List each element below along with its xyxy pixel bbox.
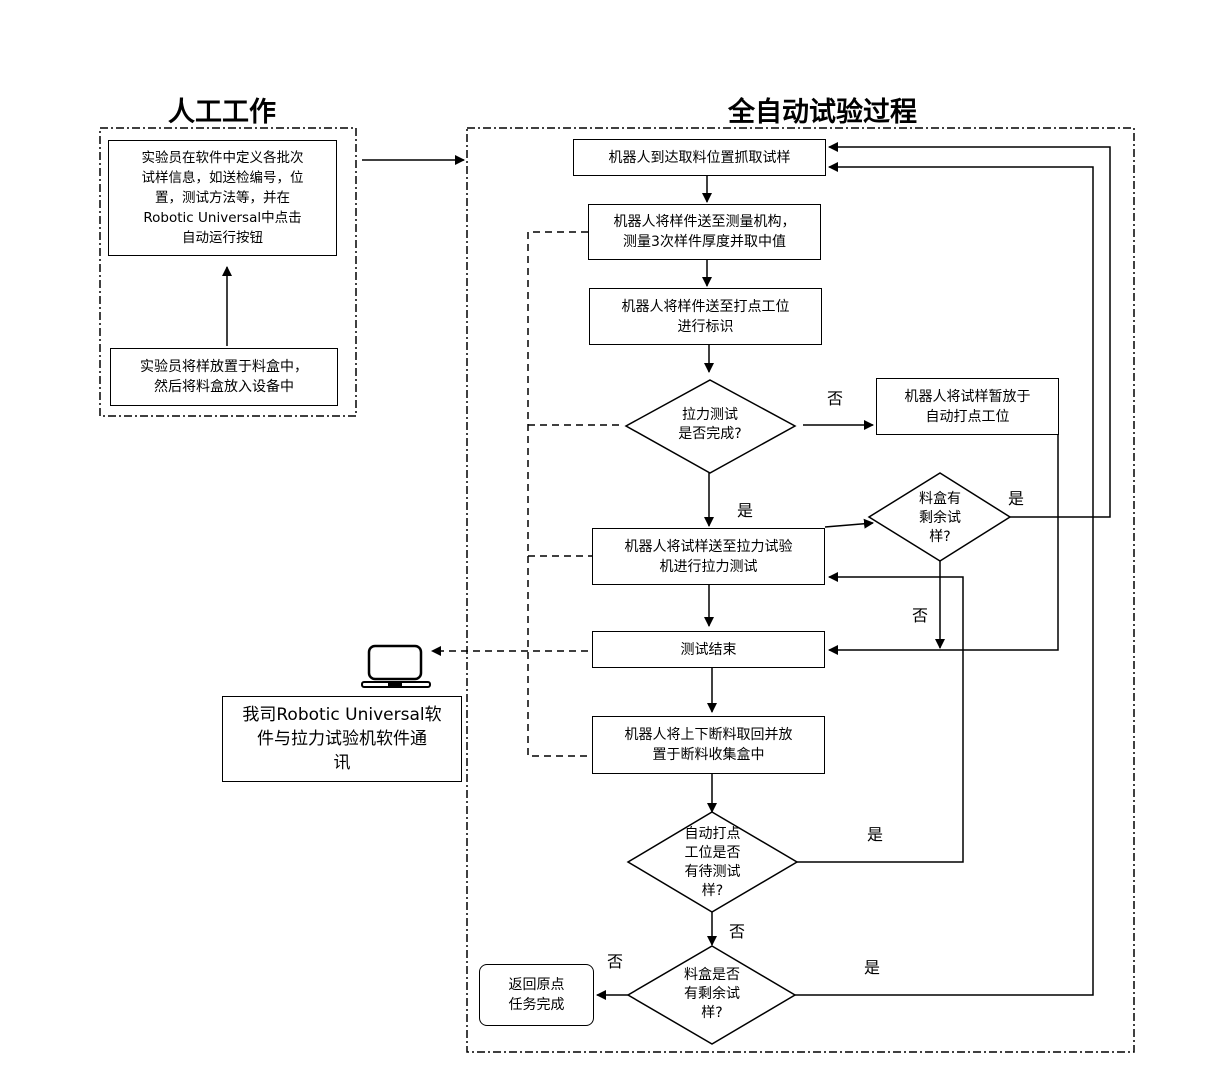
end-return-home: 返回原点 任务完成	[479, 964, 594, 1026]
define-info-text: 实验员在软件中定义各批次 试样信息，如送检编号，位 置，测试方法等，并在 Rob…	[141, 150, 304, 246]
step-measure-text: 机器人将样件送至测量机构， 测量3次样件厚度并取中值	[613, 214, 796, 250]
define-info-box: 实验员在软件中定义各批次 试样信息，如送检编号，位 置，测试方法等，并在 Rob…	[108, 140, 337, 256]
place-sample-text: 实验员将样放置于料盒中， 然后将料盒放入设备中	[140, 359, 308, 395]
label-yes-tensile: 是	[737, 501, 754, 520]
decision-box-left-2-text: 料盒是否 有剩余试 样?	[662, 964, 762, 1024]
manual-frame	[99, 127, 357, 417]
step-measure: 机器人将样件送至测量机构， 测量3次样件厚度并取中值	[588, 204, 821, 260]
decision-box-left-1-text: 料盒有 剩余试 样?	[895, 488, 985, 548]
decision-station-waiting-label: 自动打点 工位是否 有待测试 样?	[684, 826, 741, 899]
label-no-station: 否	[729, 922, 746, 941]
place-sample-box: 实验员将样放置于料盒中， 然后将料盒放入设备中	[110, 348, 338, 406]
step-grab-sample: 机器人到达取料位置抓取试样	[573, 139, 826, 176]
label-yes-box-left-2: 是	[864, 958, 881, 977]
decision-box-left-2	[626, 945, 797, 1045]
decision-tensile-done-label: 拉力测试 是否完成?	[678, 407, 742, 442]
label-no-tensile: 否	[827, 389, 844, 408]
decision-box-left-1	[867, 472, 1012, 562]
software-comm-box: 我司Robotic Universal软 件与拉力试验机软件通 讯	[222, 696, 462, 782]
decision-station-waiting	[626, 811, 799, 913]
step-mark-text: 机器人将样件送至打点工位 进行标识	[621, 298, 790, 335]
end-return-home-text: 返回原点 任务完成	[508, 977, 565, 1013]
decision-station-waiting-text: 自动打点 工位是否 有待测试 样?	[665, 823, 760, 903]
label-yes-box-left-1: 是	[1008, 489, 1025, 508]
decision-box-left-1-label: 料盒有 剩余试 样?	[919, 490, 961, 545]
step-grab-text: 机器人到达取料位置抓取试样	[608, 149, 791, 166]
step-mark: 机器人将样件送至打点工位 进行标识	[589, 288, 822, 345]
manual-section-title: 人工工作	[168, 97, 276, 128]
step-send-tensile-text: 机器人将试样送至拉力试验 机进行拉力测试	[624, 538, 793, 575]
step-park-sample: 机器人将试样暂放于 自动打点工位	[876, 378, 1059, 435]
decision-tensile-done-text: 拉力测试 是否完成?	[650, 402, 770, 448]
decision-tensile-done	[624, 379, 797, 474]
auto-frame	[466, 127, 1135, 1053]
laptop-icon	[361, 644, 431, 688]
step-send-tensile: 机器人将试样送至拉力试验 机进行拉力测试	[592, 528, 825, 585]
step-test-end-text: 测试结束	[680, 641, 737, 658]
label-no-box-left-2: 否	[607, 952, 624, 971]
step-collect-broken: 机器人将上下断料取回并放 置于断料收集盒中	[592, 716, 825, 774]
step-test-end: 测试结束	[592, 631, 825, 668]
auto-section-title: 全自动试验过程	[728, 97, 917, 128]
step-collect-text: 机器人将上下断料取回并放 置于断料收集盒中	[624, 727, 793, 763]
label-no-box-left-1: 否	[912, 606, 929, 625]
decision-box-left-2-label: 料盒是否 有剩余试 样?	[684, 966, 740, 1021]
step-park-text: 机器人将试样暂放于 自动打点工位	[904, 388, 1031, 425]
label-yes-station: 是	[867, 825, 884, 844]
comm-dashed-lines	[527, 231, 624, 757]
software-comm-text: 我司Robotic Universal软 件与拉力试验机软件通 讯	[242, 705, 442, 773]
